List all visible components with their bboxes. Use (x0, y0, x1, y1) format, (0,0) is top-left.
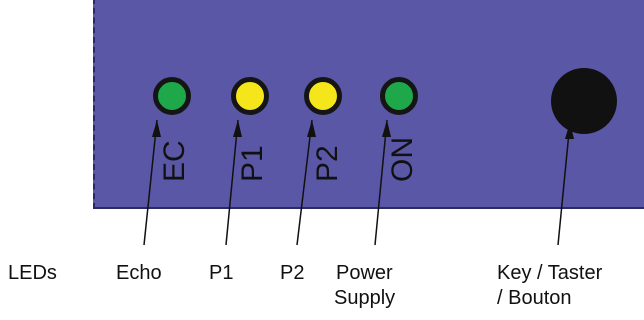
led-code-p2: P2 (311, 145, 344, 182)
label-p1: P1 (209, 262, 234, 284)
led-code-on: ON (386, 137, 419, 182)
label-key-line2: / Bouton (497, 287, 572, 309)
label-power-supply: Power Supply (334, 261, 395, 311)
label-power-line2: Supply (334, 287, 396, 309)
led-code-p1: P1 (236, 145, 269, 182)
label-leds: LEDs (8, 262, 57, 284)
label-echo: Echo (116, 262, 162, 284)
key-button (551, 68, 617, 134)
led-echo (153, 77, 191, 115)
label-p2: P2 (280, 262, 305, 284)
label-power-line1: Power (336, 262, 393, 284)
label-key: Key / Taster / Bouton (497, 261, 602, 311)
led-p2 (304, 77, 342, 115)
led-code-ec: EC (158, 140, 191, 182)
label-key-line1: Key / Taster (497, 262, 603, 284)
led-p1 (231, 77, 269, 115)
led-power (380, 77, 418, 115)
